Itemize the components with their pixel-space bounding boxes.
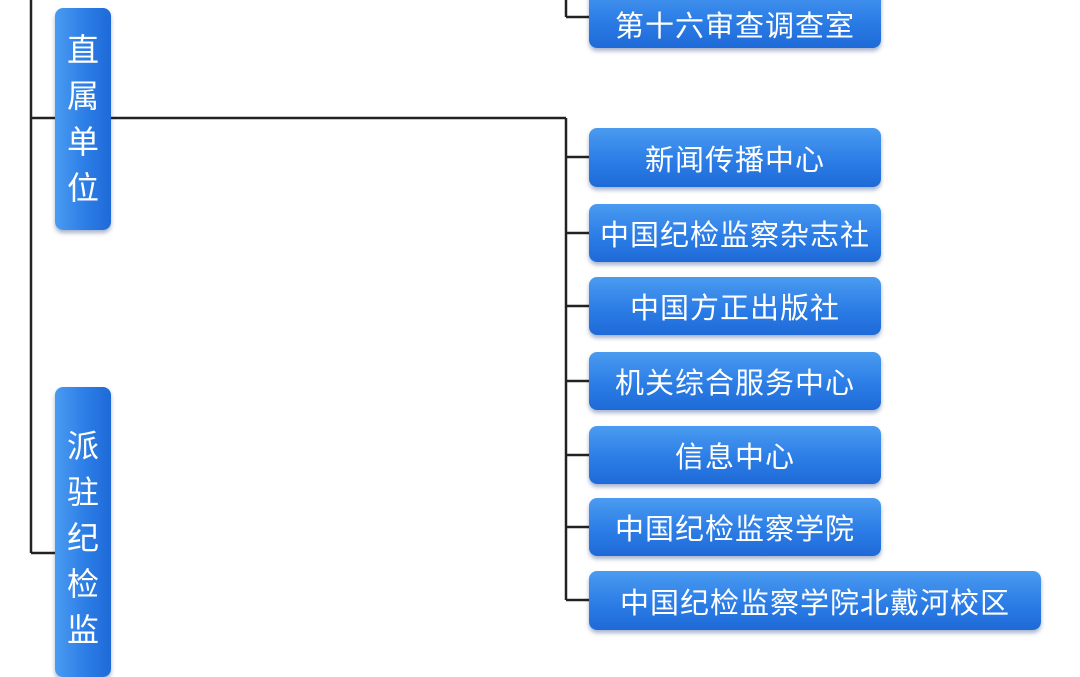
org-box-label: 中国方正出版社 bbox=[629, 291, 840, 325]
org-box-label: 信息中心 bbox=[674, 440, 795, 474]
org-box-label: 中国纪检监察学院 bbox=[614, 512, 855, 546]
org-box-label: 中国纪检监察学院北戴河校区 bbox=[619, 585, 1010, 620]
org-box-label: 第十六审查调查室 bbox=[614, 9, 855, 43]
org-box-top-item: 第十六审查调查室 bbox=[589, 0, 881, 48]
category-direct-units: 直属单位 bbox=[55, 8, 111, 230]
org-box-service-center: 机关综合服务中心 bbox=[589, 352, 881, 410]
org-box-academy: 中国纪检监察学院 bbox=[589, 498, 881, 556]
org-box-news-center: 新闻传播中心 bbox=[589, 128, 881, 187]
org-box-label: 机关综合服务中心 bbox=[614, 366, 855, 400]
category-label: 直属单位 bbox=[66, 31, 99, 207]
org-box-magazine: 中国纪检监察杂志社 bbox=[589, 204, 881, 262]
connector-lines bbox=[29, 0, 589, 602]
org-box-info-center: 信息中心 bbox=[589, 426, 881, 484]
org-box-press: 中国方正出版社 bbox=[589, 277, 881, 335]
org-box-academy-beidaihe: 中国纪检监察学院北戴河校区 bbox=[589, 571, 1041, 630]
org-box-label: 新闻传播中心 bbox=[644, 142, 825, 177]
category-label: 派驻纪检监 bbox=[66, 427, 99, 649]
org-box-label: 中国纪检监察杂志社 bbox=[599, 218, 870, 252]
category-stationed-units: 派驻纪检监 bbox=[55, 387, 111, 677]
